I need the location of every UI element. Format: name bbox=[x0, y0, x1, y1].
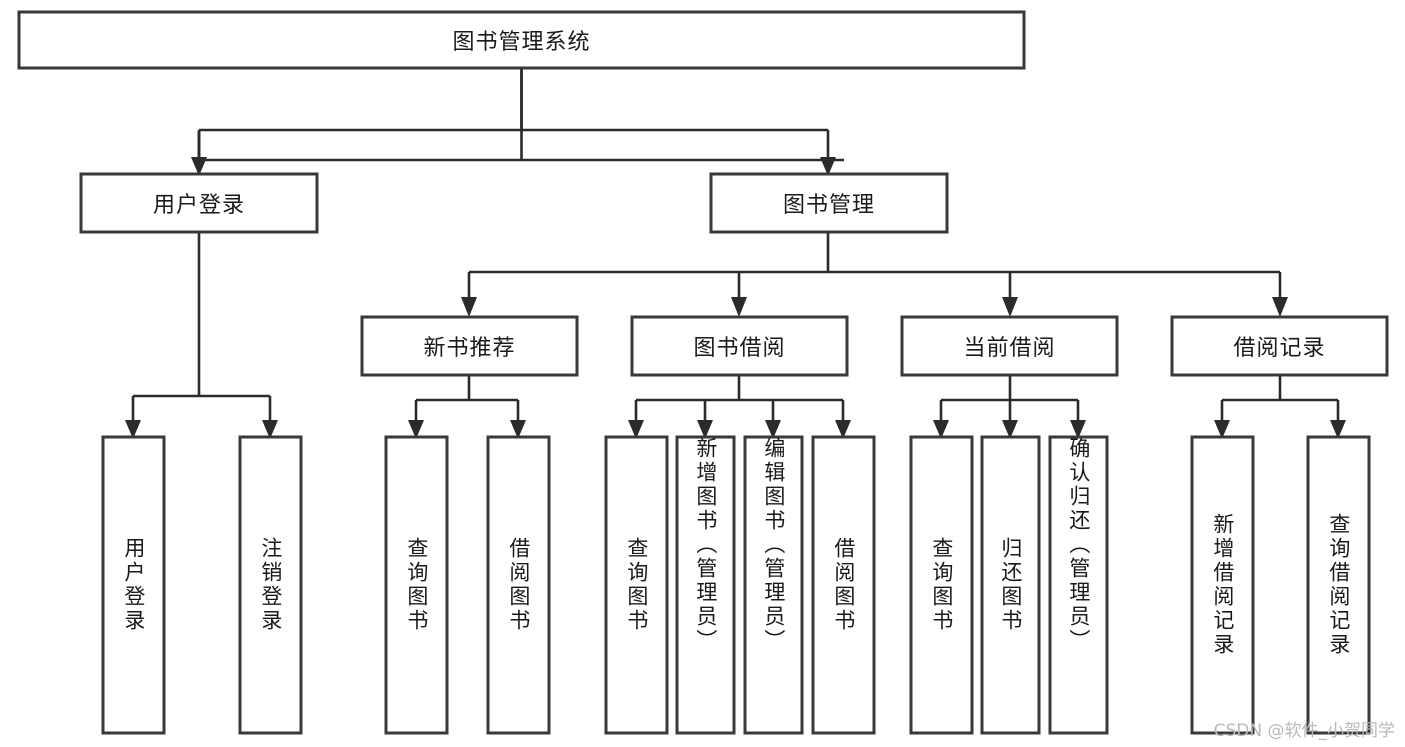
arrow-to-leaf-query-book-2 bbox=[628, 420, 644, 439]
node-box-leaf-add-book[interactable] bbox=[675, 435, 736, 735]
edges-book-borrow-leaves bbox=[628, 375, 851, 439]
node-box-leaf-edit-book[interactable] bbox=[743, 435, 804, 735]
arrow-to-leaf-add-record bbox=[1214, 420, 1230, 439]
node-box-leaf-borrow-book-1[interactable] bbox=[486, 435, 551, 735]
arrow-to-current-borrow bbox=[1002, 297, 1018, 317]
arrow-to-book-management bbox=[820, 157, 836, 176]
node-box-leaf-logout[interactable] bbox=[238, 435, 303, 735]
edge-borrow-record-fork bbox=[1220, 375, 1340, 420]
node-box-borrow-record[interactable] bbox=[1170, 315, 1389, 377]
node-box-leaf-return-book[interactable] bbox=[980, 435, 1041, 735]
node-box-leaf-query-book-1[interactable] bbox=[384, 435, 449, 735]
edge-root-fork bbox=[197, 68, 830, 157]
arrow-to-leaf-return-book bbox=[1002, 420, 1018, 439]
arrow-to-book-borrow bbox=[731, 297, 747, 317]
watermark-text: CSDN @软件_小贺同学 bbox=[1213, 721, 1395, 741]
edge-user-login-fork bbox=[131, 232, 272, 420]
arrow-to-leaf-query-record bbox=[1330, 420, 1346, 439]
node-box-leaf-borrow-book-2[interactable] bbox=[811, 435, 876, 735]
edge-book-borrow-fork bbox=[634, 375, 845, 420]
node-box-leaf-add-record[interactable] bbox=[1190, 435, 1255, 735]
edges-new-book-recommend-leaves bbox=[408, 375, 526, 439]
node-box-new-book-recommend[interactable] bbox=[360, 315, 579, 377]
arrow-to-borrow-record bbox=[1272, 297, 1288, 317]
node-box-current-borrow[interactable] bbox=[900, 315, 1119, 377]
arrow-to-leaf-query-book-3 bbox=[933, 420, 949, 439]
node-box-leaf-query-book-3[interactable] bbox=[909, 435, 974, 735]
node-box-root[interactable] bbox=[17, 10, 1026, 70]
node-box-book-management[interactable] bbox=[709, 172, 949, 234]
arrow-to-user-login bbox=[191, 157, 207, 176]
edges-level0-level1 bbox=[191, 68, 836, 176]
arrow-to-leaf-logout bbox=[262, 420, 278, 439]
arrow-to-leaf-borrow-book-2 bbox=[835, 420, 851, 439]
node-box-leaf-query-record[interactable] bbox=[1306, 435, 1371, 735]
node-box-leaf-user-login[interactable] bbox=[101, 435, 166, 735]
arrow-to-leaf-confirm-return bbox=[1070, 420, 1086, 439]
node-box-leaf-confirm-return[interactable] bbox=[1048, 435, 1109, 735]
edges-current-borrow-leaves bbox=[933, 375, 1086, 439]
edges-borrow-record-leaves bbox=[1214, 375, 1346, 439]
edge-book-management-fork bbox=[467, 232, 1282, 297]
node-box-book-borrow[interactable] bbox=[630, 315, 849, 377]
arrow-to-leaf-add-book bbox=[697, 420, 713, 439]
arrow-to-leaf-user-login bbox=[125, 420, 141, 439]
arrow-to-new-book-recommend bbox=[461, 297, 477, 317]
arrow-to-leaf-edit-book bbox=[765, 420, 781, 439]
arrow-to-leaf-borrow-book-1 bbox=[510, 420, 526, 439]
edges-user-login-leaves bbox=[125, 232, 278, 439]
edge-current-borrow-fork bbox=[939, 375, 1080, 420]
edges-book-management-level2 bbox=[461, 232, 1288, 317]
arrow-to-leaf-query-book-1 bbox=[408, 420, 424, 439]
node-box-leaf-query-book-2[interactable] bbox=[604, 435, 669, 735]
node-box-user-login[interactable] bbox=[79, 172, 319, 234]
edge-new-book-fork bbox=[414, 375, 520, 420]
